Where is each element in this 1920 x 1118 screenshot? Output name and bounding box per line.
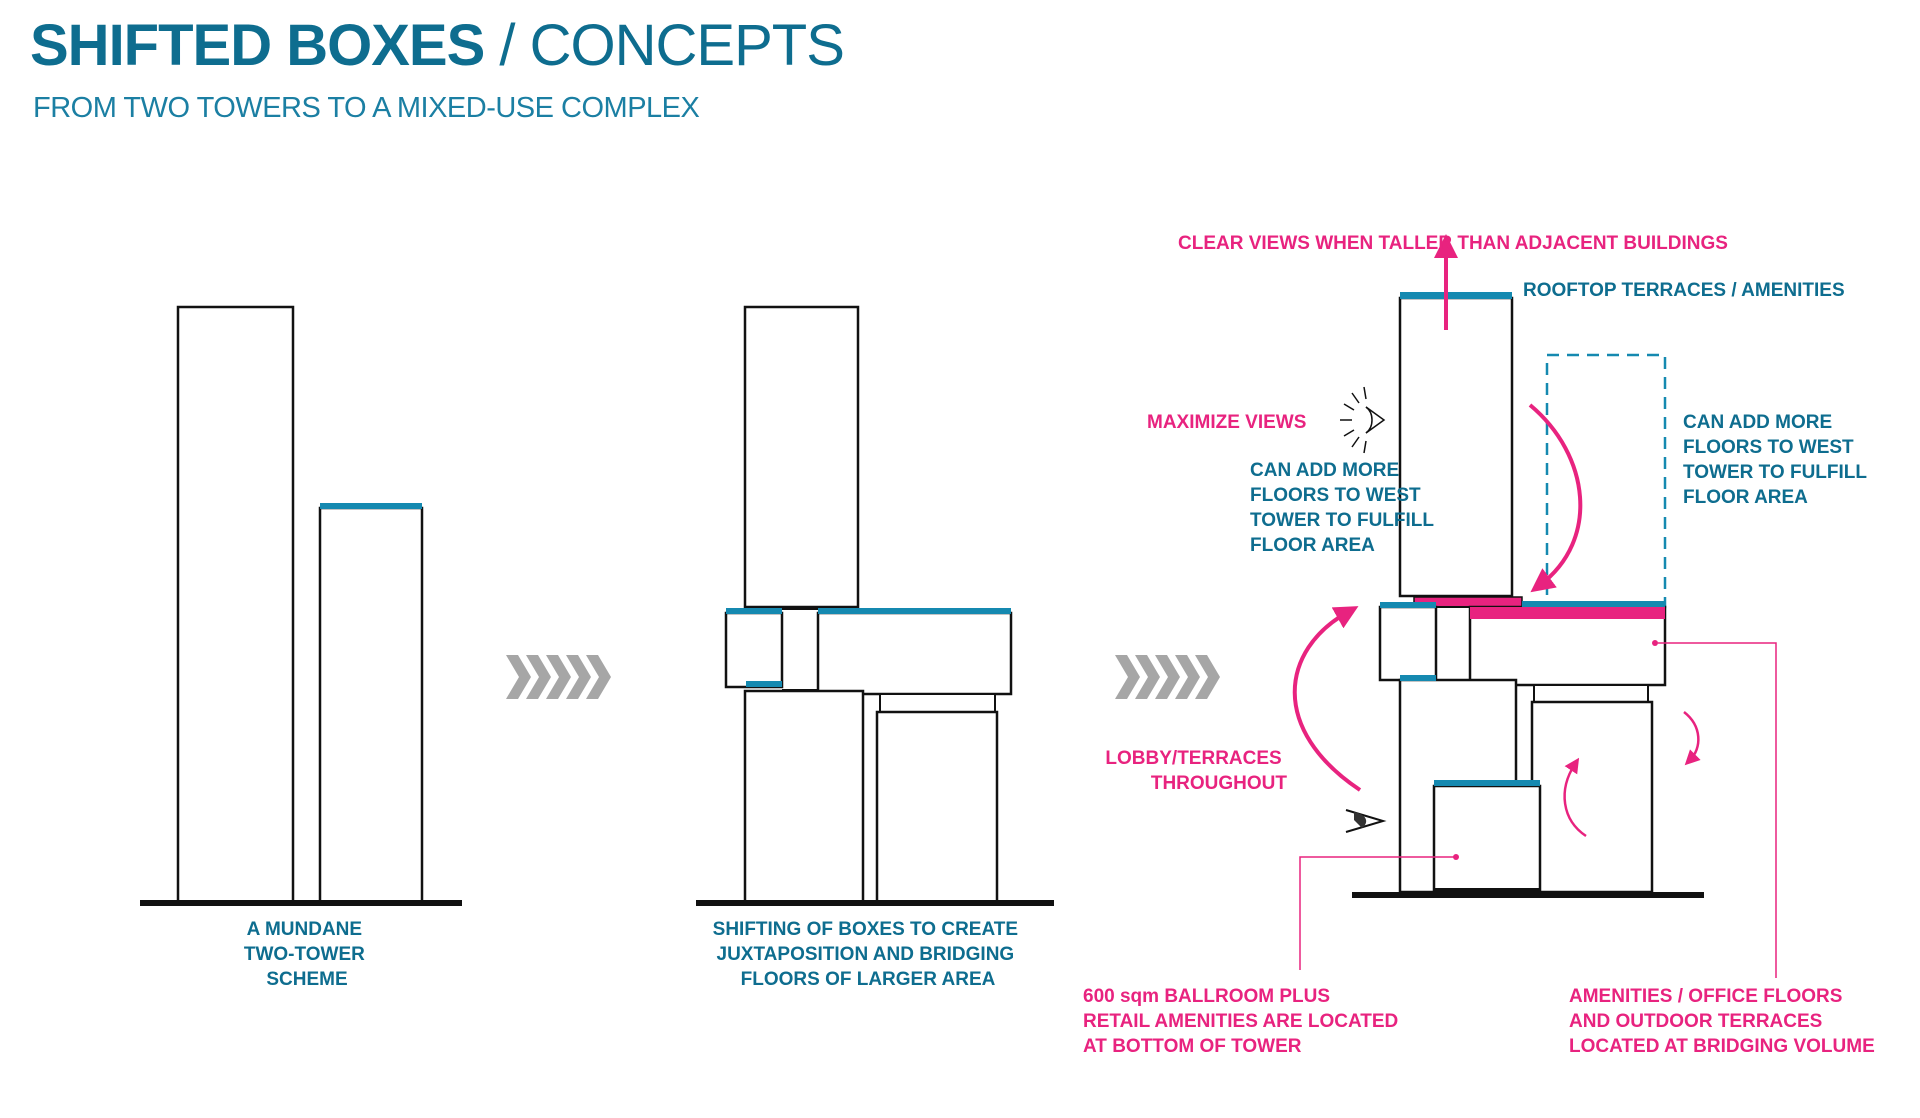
stage2-ground-line bbox=[696, 900, 1054, 906]
add-floors-right-line: FLOORS TO WEST bbox=[1683, 437, 1854, 458]
stage3-diagram: CLEAR VIEWS WHEN TALLER THAN ADJACENT BU… bbox=[1083, 233, 1875, 1057]
rooftop-terrace bbox=[1400, 292, 1512, 299]
page-subtitle: FROM TWO TOWERS TO A MIXED-USE COMPLEX bbox=[33, 92, 700, 124]
stage3-upper-tower bbox=[1398, 296, 1514, 598]
amenities-line: AMENITIES / OFFICE FLOORS bbox=[1569, 986, 1842, 1007]
ballroom-leader bbox=[1299, 856, 1456, 970]
add-floors-right-line: CAN ADD MORE bbox=[1683, 412, 1832, 433]
stage1-roof-terrace bbox=[320, 503, 422, 509]
eye-icon bbox=[1345, 809, 1387, 833]
curved-arrow-down bbox=[1528, 403, 1583, 593]
stage2-lower-tower bbox=[743, 689, 865, 904]
title-light: / CONCEPTS bbox=[499, 13, 844, 78]
stage2-caption-line: SHIFTING OF BOXES TO CREATE bbox=[713, 919, 1018, 940]
chevron-arrows-2 bbox=[1115, 655, 1220, 699]
lobby-label: LOBBY/TERRACES THROUGHOUT bbox=[1105, 748, 1287, 794]
stage1-caption-line: A MUNDANE bbox=[247, 919, 362, 940]
rooftop-label: ROOFTOP TERRACES / AMENITIES bbox=[1523, 280, 1845, 301]
add-floors-left-line: TOWER TO FULFILL bbox=[1250, 510, 1434, 531]
eye-icon bbox=[1340, 386, 1386, 454]
amenities-label: AMENITIES / OFFICE FLOORS AND OUTDOOR TE… bbox=[1569, 986, 1875, 1057]
chevron-arrows-1 bbox=[506, 655, 611, 699]
chevron-icon bbox=[1195, 655, 1220, 699]
ballroom-line: RETAIL AMENITIES ARE LOCATED bbox=[1083, 1011, 1398, 1032]
stage3-left-terrace bbox=[1380, 602, 1436, 608]
stage3-ground-line bbox=[1352, 892, 1704, 898]
chevron-icon bbox=[526, 655, 551, 699]
lobby-line: LOBBY/TERRACES bbox=[1105, 748, 1281, 769]
stage2-terrace bbox=[726, 608, 782, 614]
stage1-caption-line: SCHEME bbox=[266, 969, 347, 990]
stage2-upper-tower bbox=[743, 305, 860, 609]
chevron-icon bbox=[546, 655, 571, 699]
stage2-bridge-box bbox=[816, 611, 1013, 696]
chevron-icon bbox=[566, 655, 591, 699]
bridge-amenities-pink bbox=[1470, 607, 1665, 619]
chevron-icon bbox=[506, 655, 531, 699]
stage1-tall-tower bbox=[176, 305, 295, 904]
ballroom-label: 600 sqm BALLROOM PLUS RETAIL AMENITIES A… bbox=[1083, 986, 1404, 1057]
small-arrow-right bbox=[1683, 711, 1701, 766]
clear-views-label: CLEAR VIEWS WHEN TALLER THAN ADJACENT BU… bbox=[1178, 233, 1728, 254]
add-floors-left-line: FLOOR AREA bbox=[1250, 535, 1375, 556]
stage3-right-tower bbox=[1530, 700, 1654, 894]
stage3-lower-terrace bbox=[1400, 675, 1436, 681]
amenities-leader-dot bbox=[1652, 640, 1658, 646]
chevron-icon bbox=[1175, 655, 1200, 699]
stage2-caption-line: JUXTAPOSITION AND BRIDGING bbox=[717, 944, 1015, 965]
stage1-diagram: A MUNDANE TWO-TOWER SCHEME bbox=[140, 305, 462, 990]
amenities-line: LOCATED AT BRIDGING VOLUME bbox=[1569, 1036, 1875, 1057]
add-floors-right-line: FLOOR AREA bbox=[1683, 487, 1808, 508]
lobby-line: THROUGHOUT bbox=[1151, 773, 1288, 794]
add-floors-left-line: CAN ADD MORE bbox=[1250, 460, 1399, 481]
chevron-icon bbox=[1155, 655, 1180, 699]
title-bold: SHIFTED BOXES bbox=[30, 13, 485, 78]
stage3-left-box bbox=[1378, 605, 1438, 682]
stage3-right-mid bbox=[1533, 684, 1649, 703]
stage1-short-tower bbox=[318, 506, 424, 904]
stage2-left-box bbox=[724, 611, 784, 689]
add-floors-left-line: FLOORS TO WEST bbox=[1250, 485, 1421, 506]
stage2-terrace bbox=[746, 681, 782, 687]
chevron-icon bbox=[1115, 655, 1140, 699]
amenities-line: AND OUTDOOR TERRACES bbox=[1569, 1011, 1822, 1032]
stage2-terrace bbox=[818, 608, 1011, 614]
ballroom-line: 600 sqm BALLROOM PLUS bbox=[1083, 986, 1330, 1007]
stage2-right-tower bbox=[875, 710, 999, 904]
small-arrow-left bbox=[1563, 757, 1587, 838]
stage2-right-mid bbox=[879, 693, 996, 713]
ballroom-box bbox=[1432, 784, 1542, 892]
future-floors-outline bbox=[1545, 353, 1667, 609]
stage1-caption: A MUNDANE TWO-TOWER SCHEME bbox=[244, 919, 370, 990]
curved-arrow-up bbox=[1292, 606, 1362, 792]
add-floors-left-label: CAN ADD MORE FLOORS TO WEST TOWER TO FUL… bbox=[1250, 460, 1439, 556]
maximize-views-label: MAXIMIZE VIEWS bbox=[1147, 412, 1306, 433]
stage1-ground-line bbox=[140, 900, 462, 906]
ballroom-base bbox=[1434, 888, 1540, 893]
stage2-caption-line: FLOORS OF LARGER AREA bbox=[741, 969, 996, 990]
stage1-caption-line: TWO-TOWER bbox=[244, 944, 365, 965]
ballroom-leader-dot bbox=[1453, 854, 1459, 860]
stage3-bridge-box bbox=[1468, 605, 1667, 687]
stage2-caption: SHIFTING OF BOXES TO CREATE JUXTAPOSITIO… bbox=[713, 919, 1024, 990]
ballroom-line: AT BOTTOM OF TOWER bbox=[1083, 1036, 1302, 1057]
add-floors-right-line: TOWER TO FULFILL bbox=[1683, 462, 1867, 483]
amenities-leader bbox=[1658, 642, 1777, 978]
stage2-diagram: SHIFTING OF BOXES TO CREATE JUXTAPOSITIO… bbox=[696, 305, 1054, 990]
chevron-icon bbox=[1135, 655, 1160, 699]
ballroom-terrace bbox=[1434, 780, 1540, 786]
bridge-terrace-blue bbox=[1522, 601, 1665, 607]
chevron-icon bbox=[586, 655, 611, 699]
add-floors-right-label: CAN ADD MORE FLOORS TO WEST TOWER TO FUL… bbox=[1683, 412, 1872, 508]
page-title: SHIFTED BOXES / CONCEPTS bbox=[30, 10, 845, 82]
